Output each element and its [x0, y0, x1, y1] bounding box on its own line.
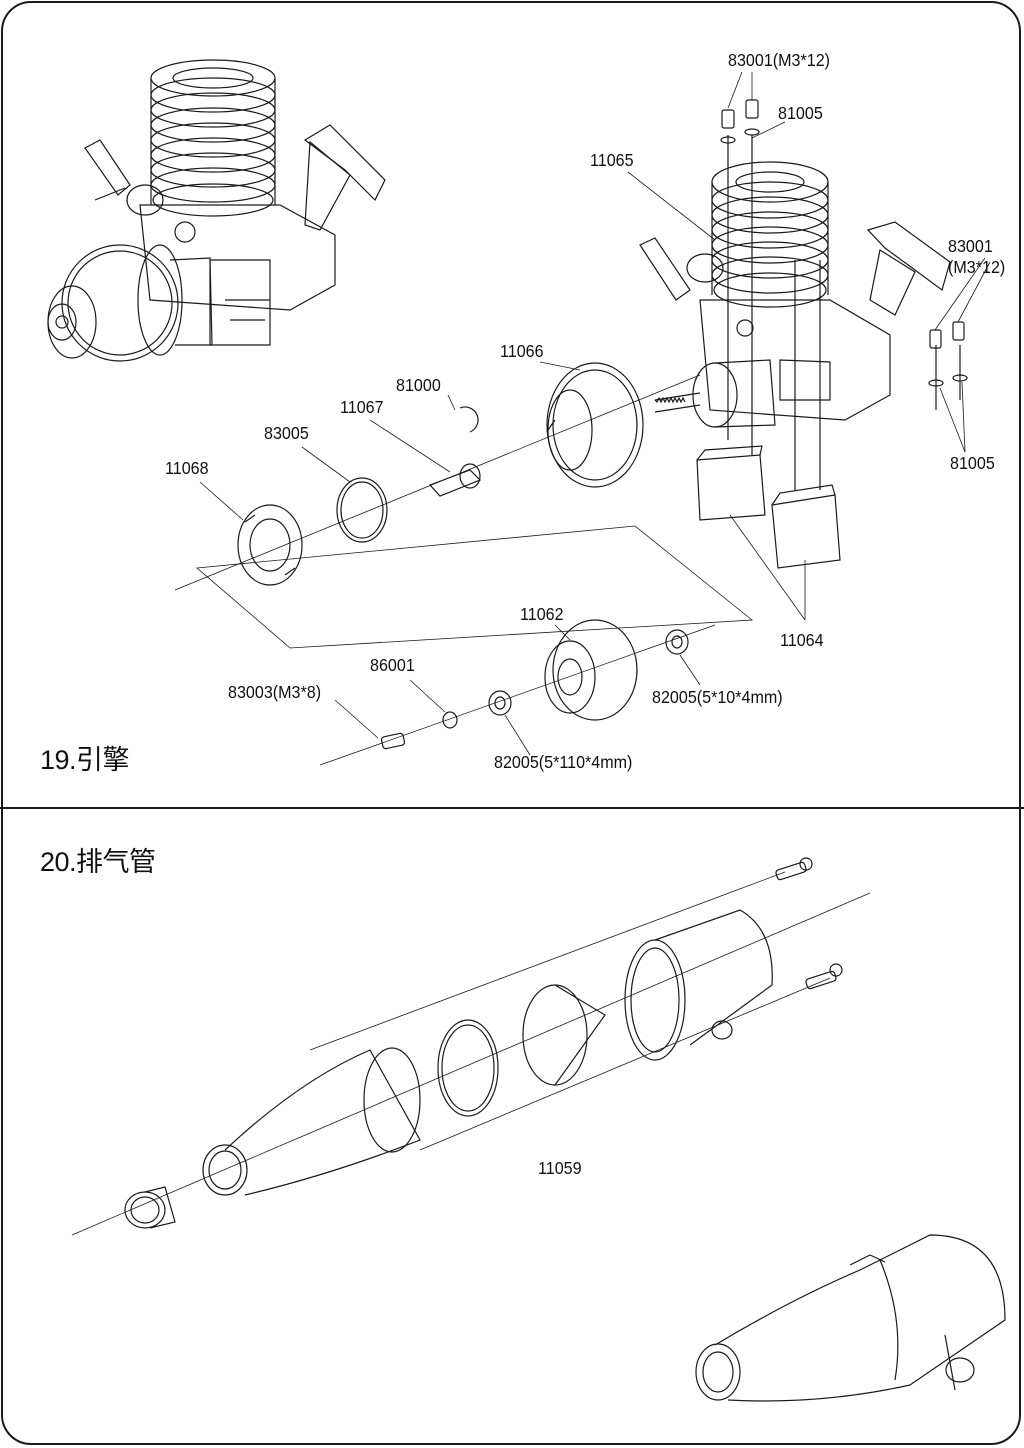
- part-label: 82005(5*10*4mm): [652, 687, 783, 707]
- clutch-bell-assembly: [320, 620, 715, 765]
- part-label: 11062: [520, 604, 564, 624]
- exhaust-pipe-exploded-illustration: [72, 858, 870, 1235]
- leader-lines-engine: [200, 72, 990, 755]
- assembled-exhaust-illustration: [696, 1235, 1005, 1401]
- assembled-engine-illustration: [48, 60, 385, 361]
- part-label: 82005(5*110*4mm): [494, 752, 633, 772]
- section-divider: [0, 807, 1024, 809]
- part-label: 11066: [500, 341, 544, 361]
- part-label: 11065: [590, 150, 634, 170]
- part-label: (M3*12): [948, 257, 1006, 277]
- part-label: 11059: [538, 1158, 582, 1178]
- section-title-engine: 19.引擎: [40, 745, 130, 775]
- part-label: 11064: [780, 630, 824, 650]
- exploded-engine-illustration: [238, 100, 967, 585]
- part-label: 83001: [948, 236, 993, 256]
- part-label: 83005: [264, 423, 309, 443]
- part-label: 81000: [396, 375, 441, 395]
- part-label: 11067: [340, 397, 384, 417]
- part-label: 81005: [950, 453, 995, 473]
- part-label: 83003(M3*8): [228, 682, 322, 702]
- section-title-exhaust: 20.排气管: [40, 847, 156, 877]
- part-label: 86001: [370, 655, 415, 675]
- part-label: 11068: [165, 458, 209, 478]
- part-label: 83001(M3*12): [728, 50, 831, 70]
- part-label: 81005: [778, 103, 823, 123]
